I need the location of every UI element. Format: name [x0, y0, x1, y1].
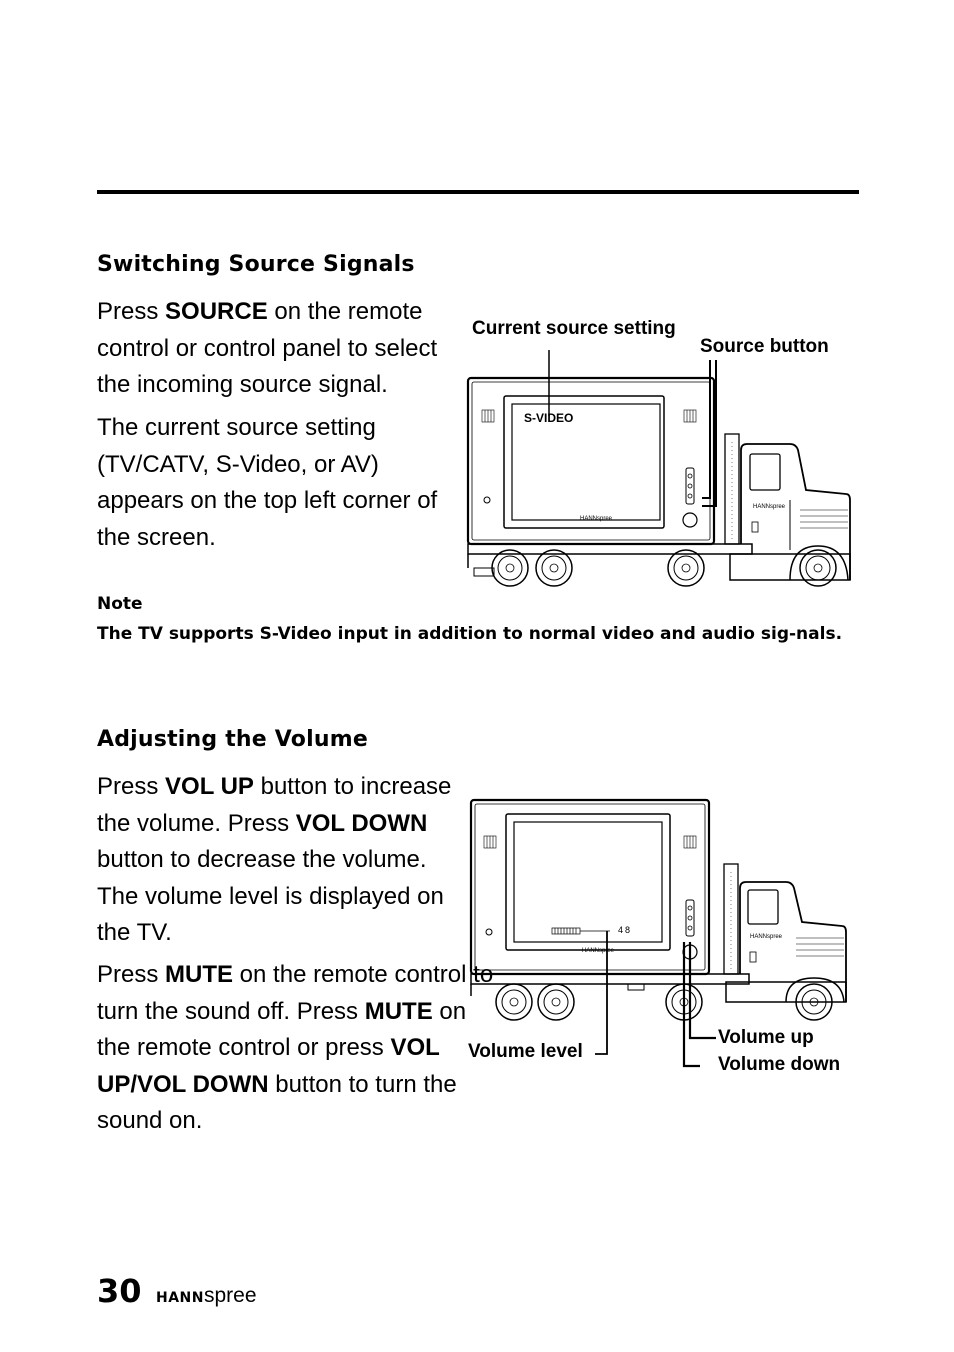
- page-number: 30: [97, 1272, 142, 1310]
- tv-brand-text: HANNspree: [580, 516, 613, 522]
- source-paragraph-1: Press SOURCE on the remote control or co…: [97, 294, 457, 404]
- volume-paragraph-1: Press VOL UP button to increase the volu…: [97, 769, 457, 952]
- text-run: Press: [97, 961, 166, 988]
- text-run: button to turn the sound on.: [97, 1070, 457, 1135]
- callout-volume-down: Volume down: [718, 1054, 841, 1075]
- screen-source-text: S-VIDEO: [524, 411, 573, 425]
- brand-light: spree: [204, 1284, 257, 1307]
- callout-source-button: Source button: [700, 336, 829, 357]
- text-run: button to decrease the volume. The volum…: [97, 846, 444, 946]
- text-run: on the remote control or control panel t…: [97, 298, 438, 398]
- note-label: Note: [97, 594, 143, 614]
- tv-truck-figure-volume: 48 HANNspree HANNspree: [460, 792, 860, 1082]
- tv-brand-text: HANNspree: [582, 948, 615, 954]
- bold-source: SOURCE: [165, 298, 268, 325]
- heading-switching-source: Switching Source Signals: [97, 252, 415, 277]
- text-run: button to increase the volume. Press: [97, 773, 452, 837]
- footer-brand-logo: HANNspree: [156, 1284, 257, 1308]
- heading-adjusting-volume: Adjusting the Volume: [97, 727, 368, 752]
- source-paragraph-2: The current source setting (TV/CATV, S-V…: [97, 414, 438, 551]
- volume-level-value: 48: [618, 925, 632, 935]
- cab-brand-text: HANNspree: [750, 934, 783, 940]
- callout-current-source: Current source setting: [472, 318, 676, 339]
- volume-paragraph-2: Press MUTE on the remote control to turn…: [97, 957, 497, 1140]
- text-run: Press: [97, 298, 166, 325]
- tv-truck-figure-source: S-VIDEO HANNspree HANNspree: [460, 350, 860, 590]
- bold-vol-up-down: VOL UP/VOL DOWN: [97, 1034, 440, 1098]
- text-run: on the remote control to turn the sound …: [97, 961, 494, 1025]
- top-rule: [97, 190, 859, 194]
- text-run: on the remote control or press: [97, 997, 467, 1062]
- bold-mute: MUTE: [364, 997, 433, 1025]
- bold-vol-up: VOL UP: [165, 773, 254, 800]
- cab-brand-text: HANNspree: [753, 504, 786, 510]
- callout-volume-up: Volume up: [718, 1027, 814, 1048]
- brand-bold: HANN: [156, 1290, 204, 1306]
- bold-mute: MUTE: [165, 961, 234, 988]
- bold-vol-down: VOL DOWN: [295, 809, 428, 837]
- note-text: The TV supports S-Video input in additio…: [97, 624, 843, 644]
- text-run: Press: [97, 773, 166, 800]
- callout-volume-level: Volume level: [468, 1041, 583, 1062]
